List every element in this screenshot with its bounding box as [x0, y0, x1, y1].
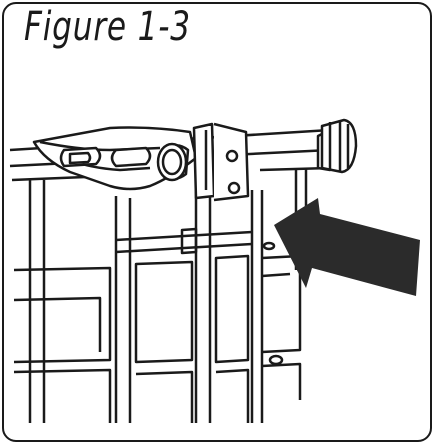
pressure-knob	[316, 118, 358, 174]
hinge-bracket	[192, 122, 250, 202]
figure-title: Figure 1-3	[24, 4, 191, 50]
gate-latch-illustration	[9, 118, 420, 423]
latch-lever	[32, 126, 198, 191]
vertical-bars	[28, 168, 308, 423]
lower-panels	[13, 254, 302, 423]
direction-arrow	[274, 198, 420, 296]
horizontal-strap	[115, 227, 276, 255]
